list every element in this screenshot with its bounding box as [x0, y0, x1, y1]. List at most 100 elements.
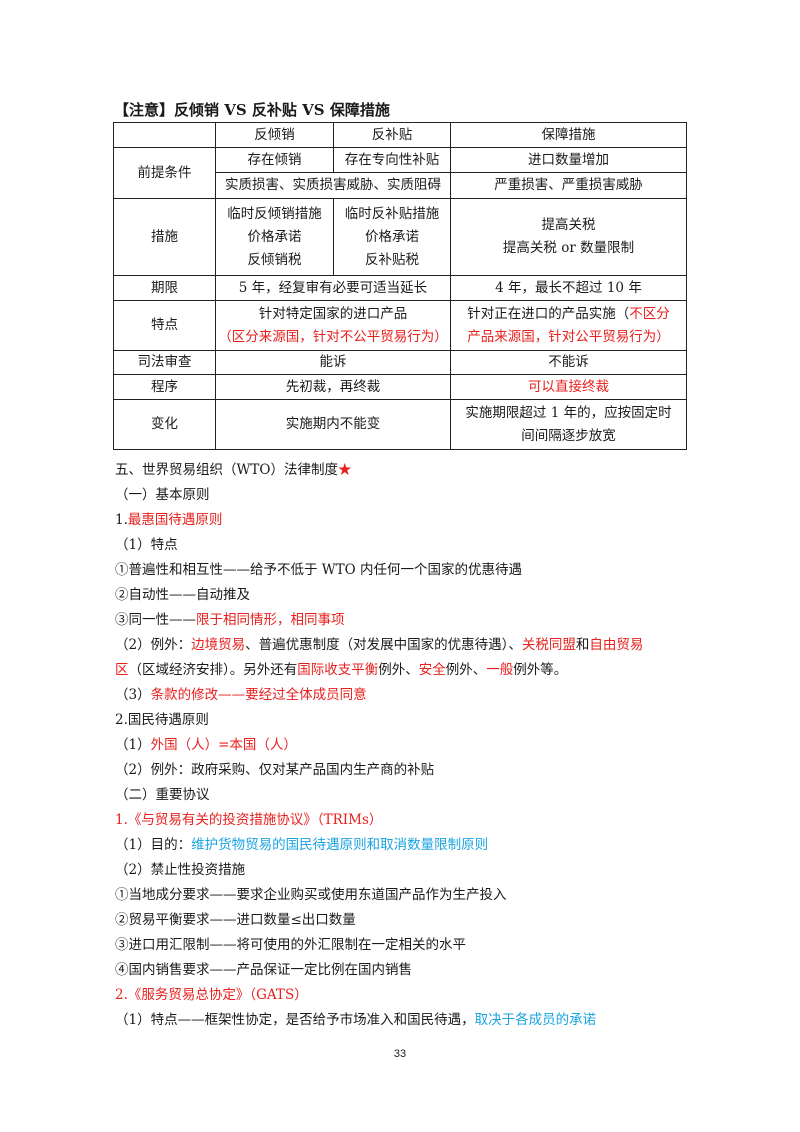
cell-measures-sg: 提高关税 提高关税 or 数量限制: [450, 198, 687, 276]
line-features: （1）特点: [115, 537, 178, 553]
line-text: （区域经济安排）。另外还有: [128, 662, 298, 678]
subsection-key-agreements: （二）重要协议: [115, 787, 210, 803]
table-row: 措施 临时反倾销措施 价格承诺 反倾销税 临时反补贴措施 价格承诺 反补贴税 提…: [113, 198, 687, 276]
line-highlight: 边境贸易: [191, 637, 246, 653]
line-highlight: 自由贸易: [589, 637, 644, 653]
item-number: 1.: [115, 812, 128, 828]
row-label-procedure: 程序: [113, 374, 216, 400]
line-exceptions: （2）例外：边境贸易、普遍优惠制度（对发展中国家的优惠待遇）、关税同盟和自由贸易: [115, 633, 643, 658]
line-text: （3）: [115, 687, 151, 703]
item-gats: 2.《服务贸易总协定》（GATS）: [115, 983, 308, 1008]
line-highlight: 安全: [418, 662, 446, 678]
feature-line-highlight: （区分来源国，针对不公平贸易行为）: [218, 328, 448, 345]
row-label-measures: 措施: [113, 198, 216, 276]
table-row: 前提条件 存在倾销 存在专向性补贴 进口数量增加: [113, 147, 687, 199]
item-number: 2.: [115, 987, 128, 1003]
section-heading-wto: 五、世界贸易组织（WTO）法律制度★: [115, 458, 351, 483]
line-universality: ①普遍性和相互性——给予不低于 WTO 内任何一个国家的优惠待遇: [115, 562, 523, 578]
line-text: 例外、: [445, 662, 487, 678]
line-highlight: 区: [115, 662, 129, 678]
table-row: 程序 先初裁，再终裁 可以直接终裁: [113, 374, 687, 400]
line-text: （2）例外：: [115, 637, 192, 653]
line-text: ③同一性——: [115, 612, 196, 628]
line-text: （1）特点——框架性协定，是否给予市场准入和国民待遇，: [115, 1012, 475, 1028]
table-row: 反倾销 反补贴 保障措施: [113, 122, 687, 148]
line-amendment: （3）条款的修改——要经过全体成员同意: [115, 683, 367, 708]
comparison-table: 反倾销 反补贴 保障措施 前提条件 存在倾销 存在专向性补贴 进口数量增加 实质…: [113, 122, 687, 450]
feature-line: 针对正在进口的产品实施（不区分: [453, 303, 684, 326]
item-title: 《服务贸易总协定》（GATS）: [127, 987, 308, 1003]
row-label-change: 变化: [113, 399, 216, 450]
line-prohibited-measures: （2）禁止性投资措施: [115, 862, 246, 878]
line-highlight: 维护货物贸易的国民待遇原则和取消数量限制原则: [191, 837, 489, 853]
star-icon: ★: [337, 462, 352, 478]
change-line: 实施期限超过 1 年的，应按固定时: [465, 404, 672, 421]
item-trims: 1.《与贸易有关的投资措施协议》（TRIMs）: [115, 808, 382, 833]
item-number: 1.: [115, 512, 128, 528]
line-identity: ③同一性——限于相同情形，相同事项: [115, 608, 345, 633]
row-label-precondition: 前提条件: [113, 147, 216, 199]
item-title: 最惠国待遇原则: [127, 512, 223, 528]
measure-line: 临时反补贴措施: [344, 205, 440, 222]
cell-duration-ad-cvd: 5 年，经复审有必要可适当延长: [215, 275, 451, 301]
line-text: （1）: [115, 737, 151, 753]
feature-line-highlight: 产品来源国，针对公平贸易行为）: [467, 328, 670, 345]
cell-features-sg: 针对正在进口的产品实施（不区分 产品来源国，针对公平贸易行为）: [450, 300, 687, 351]
cell-judicial-sg: 不能诉: [450, 350, 687, 375]
line-text: 例外等。: [513, 662, 568, 678]
cell-change-ad-cvd: 实施期内不能变: [215, 399, 451, 450]
row-label-features: 特点: [113, 300, 216, 351]
table-row: 变化 实施期内不能变 实施期限超过 1 年的，应按固定时 间间隔逐步放宽: [113, 399, 687, 450]
header-safeguard: 保障措施: [450, 122, 687, 148]
line-highlight: 限于相同情形，相同事项: [196, 612, 345, 628]
line-fx-restriction: ③进口用汇限制——将可使用的外汇限制在一定相关的水平: [115, 937, 466, 953]
cell-injury-ad-cvd: 实质损害、实质损害威胁、实质阻碍: [215, 172, 451, 199]
measure-line: 价格承诺: [247, 228, 302, 245]
line-gats-features: （1）特点——框架性协定，是否给予市场准入和国民待遇，取决于各成员的承诺: [115, 1008, 596, 1033]
cell-procedure-sg: 可以直接终裁: [450, 374, 687, 400]
cell-duration-sg: 4 年，最长不超过 10 年: [450, 275, 687, 301]
line-trims-purpose: （1）目的：维护货物贸易的国民待遇原则和取消数量限制原则: [115, 833, 488, 858]
cell-measures-ad: 临时反倾销措施 价格承诺 反倾销税: [215, 198, 334, 276]
line-highlight: 外国（人）=本国（人）: [150, 737, 297, 753]
item-mfn-principle: 1.最惠国待遇原则: [115, 508, 222, 533]
cell-precondition-cvd: 存在专向性补贴: [333, 147, 451, 173]
cell-injury-sg: 严重损害、严重损害威胁: [450, 172, 687, 199]
feature-line: 针对特定国家的进口产品: [258, 305, 408, 322]
measure-line: 临时反倾销措施: [227, 205, 322, 222]
row-label-duration: 期限: [113, 275, 216, 301]
cell-procedure-ad-cvd: 先初裁，再终裁: [215, 374, 451, 400]
line-domestic-sales: ④国内销售要求——产品保证一定比例在国内销售: [115, 962, 412, 978]
line-highlight: 取决于各成员的承诺: [474, 1012, 597, 1028]
line-text: 、普遍优惠制度（对发展中国家的优惠待遇）、: [245, 637, 522, 653]
page-number: 33: [393, 1048, 407, 1060]
measure-line: 反倾销税: [247, 251, 302, 268]
line-trade-balance: ②贸易平衡要求——进口数量≤出口数量: [115, 912, 356, 928]
table-cell-empty: [113, 122, 216, 148]
line-national-equal: （1）外国（人）=本国（人）: [115, 733, 297, 758]
cell-precondition-sg: 进口数量增加: [450, 147, 687, 173]
subsection-basic-principles: （一）基本原则: [115, 487, 210, 503]
measure-line: 提高关税 or 数量限制: [502, 240, 635, 256]
cell-change-sg: 实施期限超过 1 年的，应按固定时 间间隔逐步放宽: [450, 399, 687, 450]
header-countervailing: 反补贴: [333, 122, 451, 148]
cell-measures-cvd: 临时反补贴措施 价格承诺 反补贴税: [333, 198, 451, 276]
cell-features-ad-cvd: 针对特定国家的进口产品 （区分来源国，针对不公平贸易行为）: [215, 300, 451, 351]
line-exceptions-cont: 区（区域经济安排）。另外还有国际收支平衡例外、安全例外、一般例外等。: [115, 658, 567, 683]
line-text: 例外、: [378, 662, 419, 678]
line-text: 和: [575, 637, 590, 653]
note-title: 【注意】反倾销 VS 反补贴 VS 保障措施: [114, 101, 390, 119]
table-row: 期限 5 年，经复审有必要可适当延长 4 年，最长不超过 10 年: [113, 275, 687, 301]
line-automatic: ②自动性——自动推及: [115, 587, 250, 603]
line-highlight: 关税同盟: [521, 637, 576, 653]
line-national-exceptions: （2）例外：政府采购、仅对某产品国内生产商的补贴: [115, 762, 435, 778]
line-highlight: 国际收支平衡: [297, 662, 379, 678]
table-row: 司法审查 能诉 不能诉: [113, 350, 687, 375]
table-row: 特点 针对特定国家的进口产品 （区分来源国，针对不公平贸易行为） 针对正在进口的…: [113, 300, 687, 351]
measure-line: 反补贴税: [365, 251, 419, 268]
line-local-content: ①当地成分要求——要求企业购买或使用东道国产品作为生产投入: [115, 887, 507, 903]
feature-highlight: 不区分: [629, 305, 670, 322]
row-label-judicial-review: 司法审查: [113, 350, 216, 375]
line-text: （1）目的：: [115, 837, 192, 853]
